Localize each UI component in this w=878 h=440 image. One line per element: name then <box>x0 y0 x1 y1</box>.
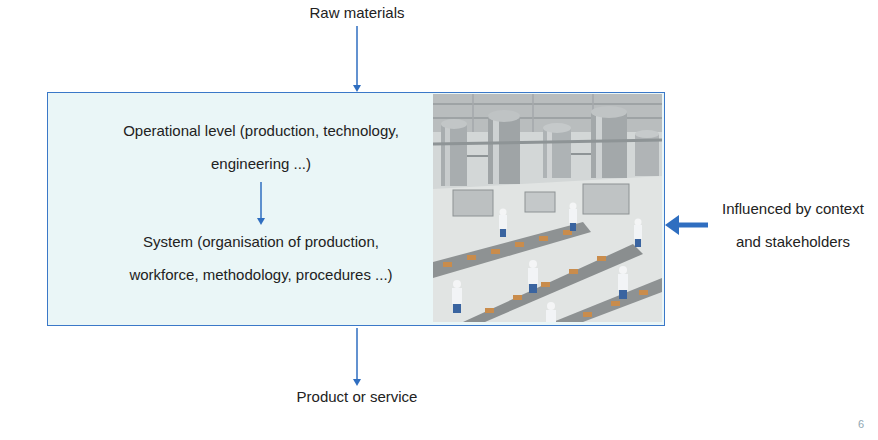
output-label: Product or service <box>257 386 457 408</box>
influence-label: Influenced by context and stakeholders <box>710 192 876 258</box>
factory-illustration <box>433 94 662 322</box>
node-text: System (organisation of production, work… <box>111 225 411 291</box>
flow-arrow <box>665 215 708 235</box>
input-label: Raw materials <box>272 2 442 24</box>
flow-arrow <box>257 182 265 225</box>
node-text: Product or service <box>257 386 457 408</box>
node-text: Operational level (production, technolog… <box>91 114 431 180</box>
level-text: Operational level (production, technolog… <box>91 114 431 180</box>
flow-arrow <box>353 26 361 92</box>
process-panel: Operational level (production, technolog… <box>47 92 665 326</box>
page-number: 6 <box>858 418 864 430</box>
level-text: System (organisation of production, work… <box>111 225 411 291</box>
panel-fill <box>47 92 665 326</box>
flow-arrow <box>353 328 361 386</box>
node-text: Raw materials <box>272 2 442 24</box>
node-text: Influenced by context and stakeholders <box>710 192 876 258</box>
